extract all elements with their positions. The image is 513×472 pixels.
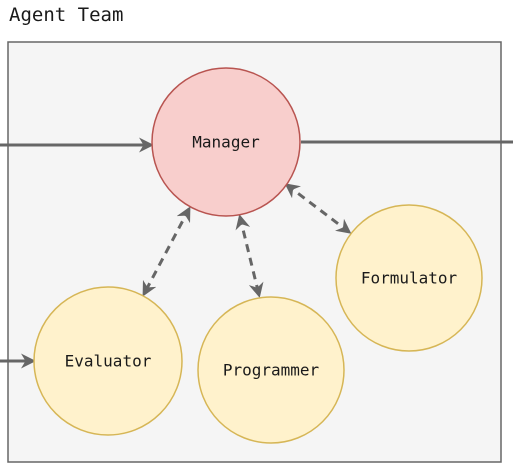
node-programmer-circle: [197, 296, 345, 444]
node-evaluator: Evaluator: [33, 286, 183, 436]
node-evaluator-label: Evaluator: [65, 352, 152, 371]
node-formulator-circle: [335, 204, 483, 352]
edge-layer: [0, 137, 513, 369]
edge-manager-evaluator: [142, 206, 191, 297]
diagram-title: Agent Team: [9, 4, 123, 26]
node-manager-label: Manager: [192, 133, 260, 152]
node-evaluator-circle: [33, 286, 183, 436]
node-manager: Manager: [151, 67, 301, 217]
node-manager-circle: [151, 67, 301, 217]
node-formulator-label: Formulator: [361, 269, 458, 288]
node-programmer: Programmer: [197, 296, 345, 444]
node-formulator: Formulator: [335, 204, 483, 352]
node-layer: Manager Evaluator Programmer Formulator: [33, 67, 483, 444]
node-programmer-label: Programmer: [223, 361, 320, 380]
